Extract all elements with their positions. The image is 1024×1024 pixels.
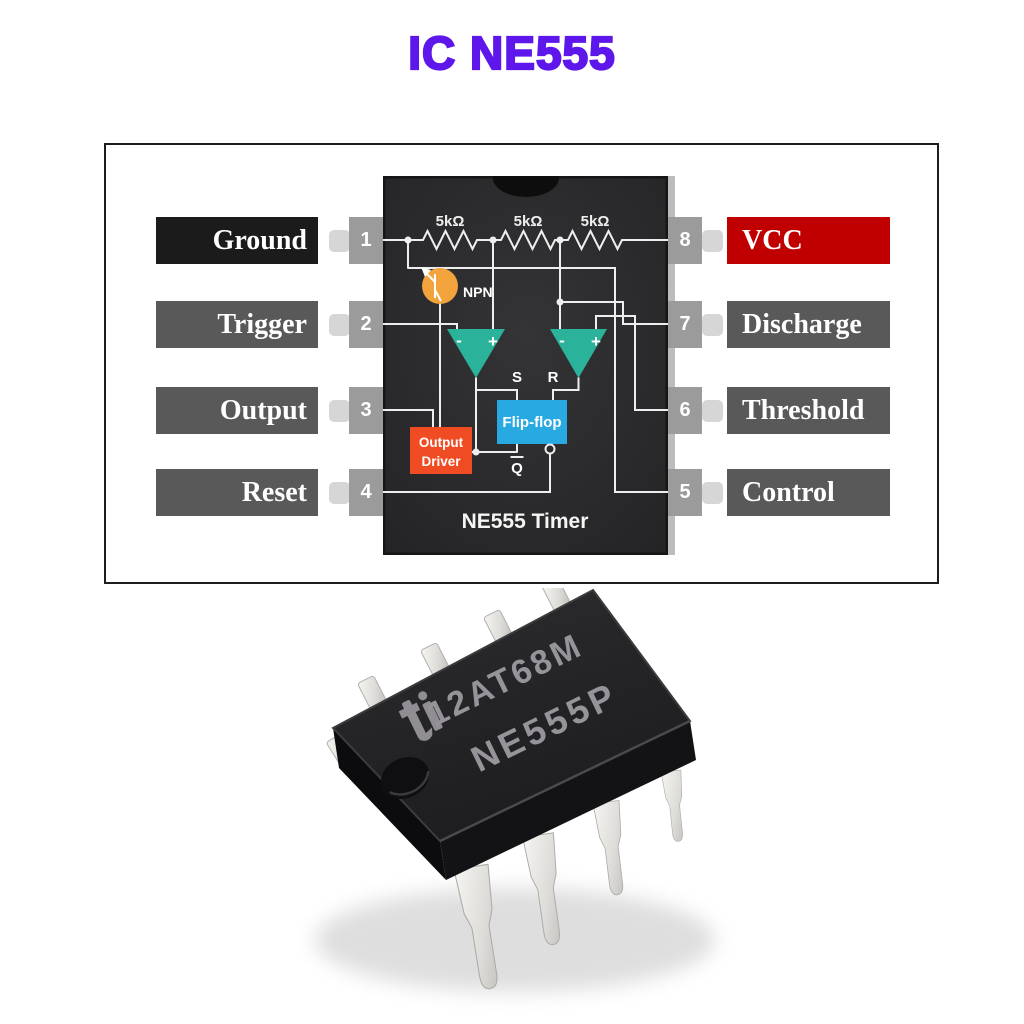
pin-connector-nub-2	[329, 314, 350, 336]
comparator-right	[550, 329, 607, 378]
ti-logo	[398, 691, 443, 741]
pin-number-7: 7	[679, 313, 691, 335]
pin-tab-4: 4	[349, 469, 383, 516]
chip-pin	[592, 799, 631, 897]
pin-label-output-text: Output	[219, 394, 307, 426]
pin-label-vcc: VCC	[727, 217, 890, 264]
pin-tab-8: 8	[668, 217, 702, 264]
pin-connector-nub-7	[702, 314, 723, 336]
pin-number-4: 4	[360, 481, 372, 503]
pin-label-discharge: Discharge	[727, 301, 890, 348]
chip-title: NE555 Timer	[462, 510, 589, 533]
junction-dots	[404, 236, 564, 456]
pin-label-threshold: Threshold	[727, 387, 890, 434]
pin-tab-1: 1	[349, 217, 383, 264]
chip-left-face	[333, 728, 446, 880]
npn-label: NPN	[463, 284, 493, 300]
page-title: IC NE555	[407, 26, 616, 80]
resistor-label-1: 5kΩ	[436, 213, 465, 230]
pin-label-trigger: Trigger	[156, 301, 318, 348]
internal-wires	[383, 239, 668, 493]
inverter-bubble	[544, 443, 556, 455]
pin-connector-nub-1	[329, 230, 350, 252]
ic-chip-schematic: 5kΩ 5kΩ 5kΩ NPN - + - + S R	[383, 176, 668, 555]
pin-number-6: 6	[679, 399, 691, 421]
pinout-diagram: 5kΩ 5kΩ 5kΩ NPN - + - + S R	[104, 143, 939, 584]
flipflop-box	[497, 400, 567, 444]
pin-label-reset-text: Reset	[241, 476, 307, 508]
pin-tab-2: 2	[349, 301, 383, 348]
pin-connector-nub-4	[329, 482, 350, 504]
output-driver-line2: Driver	[421, 454, 461, 469]
pin-label-ground-text: Ground	[212, 224, 307, 256]
comp-right-plus: +	[591, 332, 601, 351]
chip-front-bevel	[439, 719, 691, 843]
pin-number-5: 5	[679, 481, 691, 503]
resistor-label-3: 5kΩ	[581, 213, 610, 230]
pin1-dimple	[380, 756, 430, 800]
set-label: S	[512, 369, 522, 386]
chip-front-face	[440, 721, 696, 880]
pin-label-output: Output	[156, 387, 318, 434]
pin-label-ground: Ground	[156, 217, 318, 264]
pin-label-discharge-text: Discharge	[742, 308, 862, 340]
pin-label-control-text: Control	[742, 476, 835, 508]
comparator-left	[447, 329, 505, 378]
pin-number-2: 2	[360, 313, 372, 335]
output-driver-line1: Output	[419, 435, 464, 450]
pin-connector-nub-5	[702, 482, 723, 504]
q-bar-label: Q	[511, 460, 523, 477]
chip-shadow	[315, 888, 715, 992]
pin-connector-nub-8	[702, 230, 723, 252]
comp-left-plus: +	[488, 332, 498, 351]
reset-label: R	[548, 369, 559, 386]
npn-emitter-arrow	[421, 267, 431, 277]
pin-tab-7: 7	[668, 301, 702, 348]
pin-number-8: 8	[679, 229, 691, 251]
pin-tab-3: 3	[349, 387, 383, 434]
flipflop-label: Flip-flop	[502, 414, 561, 431]
ic-photo: 12AT68M NE555P	[300, 577, 750, 1020]
pin-label-trigger-text: Trigger	[217, 308, 307, 340]
pin-connector-nub-3	[329, 400, 350, 422]
comp-left-minus: -	[456, 331, 462, 350]
ic-notch	[493, 176, 559, 197]
pin-label-threshold-text: Threshold	[742, 394, 865, 426]
comp-right-minus: -	[559, 331, 565, 350]
pin-connector-nub-6	[702, 400, 723, 422]
resistor-network	[383, 228, 668, 252]
pin-number-1: 1	[360, 229, 372, 251]
pin-label-reset: Reset	[156, 469, 318, 516]
ic-edge-highlight	[668, 176, 675, 555]
pin-tab-5: 5	[668, 469, 702, 516]
pin-number-3: 3	[360, 399, 372, 421]
pin-tab-6: 6	[668, 387, 702, 434]
ic-photo-svg: 12AT68M NE555P	[315, 577, 715, 992]
pin-label-vcc-text: VCC	[742, 224, 803, 256]
resistor-label-2: 5kΩ	[514, 213, 543, 230]
pin-label-control: Control	[727, 469, 890, 516]
output-driver-box	[410, 427, 472, 474]
chip-pin	[660, 769, 689, 843]
